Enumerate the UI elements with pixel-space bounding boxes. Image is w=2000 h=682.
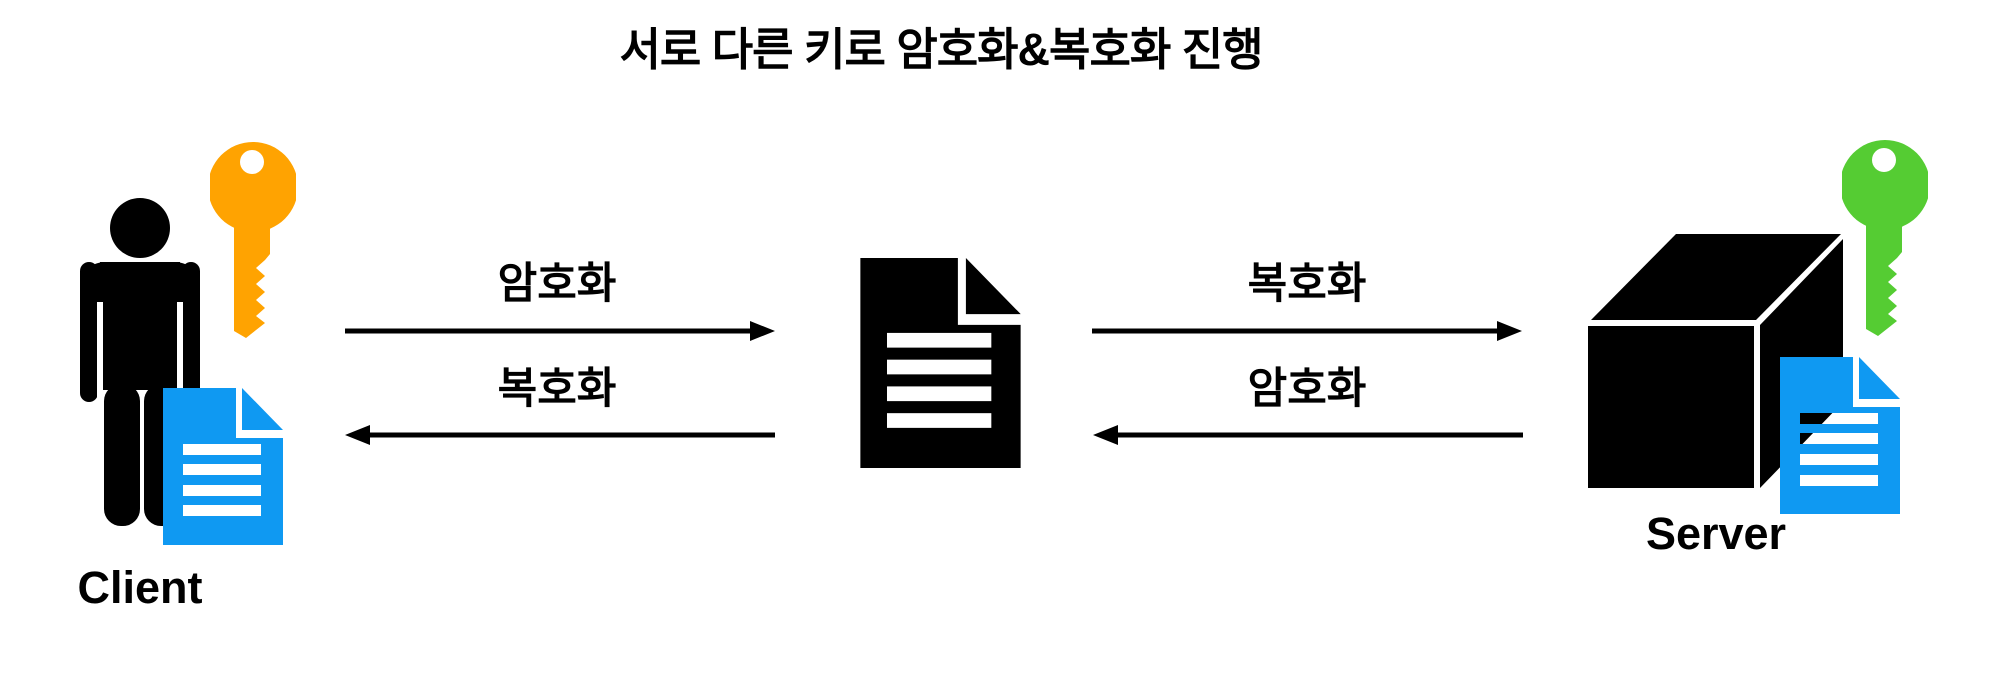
server-key-icon — [1842, 140, 1928, 336]
arrow-left-icon — [345, 425, 775, 445]
server-label: Server — [1645, 508, 1787, 559]
flow-label-right-bottom: 암호화 — [1247, 365, 1367, 413]
arrow-left-icon — [1093, 425, 1523, 445]
flow-label-left-bottom: 복호화 — [497, 365, 617, 413]
flow-label-left-top: 암호화 — [497, 260, 617, 308]
client-label: Client — [77, 562, 203, 613]
arrow-right-icon — [345, 321, 775, 341]
message-document-icon — [860, 258, 1021, 468]
client-document-icon — [163, 388, 283, 545]
flow-label-right-top: 복호화 — [1247, 260, 1367, 308]
client-key-icon — [210, 142, 296, 338]
arrow-right-icon — [1092, 321, 1522, 341]
diagram-title: 서로 다른 키로 암호화&복호화 진행 — [619, 24, 1263, 75]
server-document-icon — [1780, 357, 1900, 514]
